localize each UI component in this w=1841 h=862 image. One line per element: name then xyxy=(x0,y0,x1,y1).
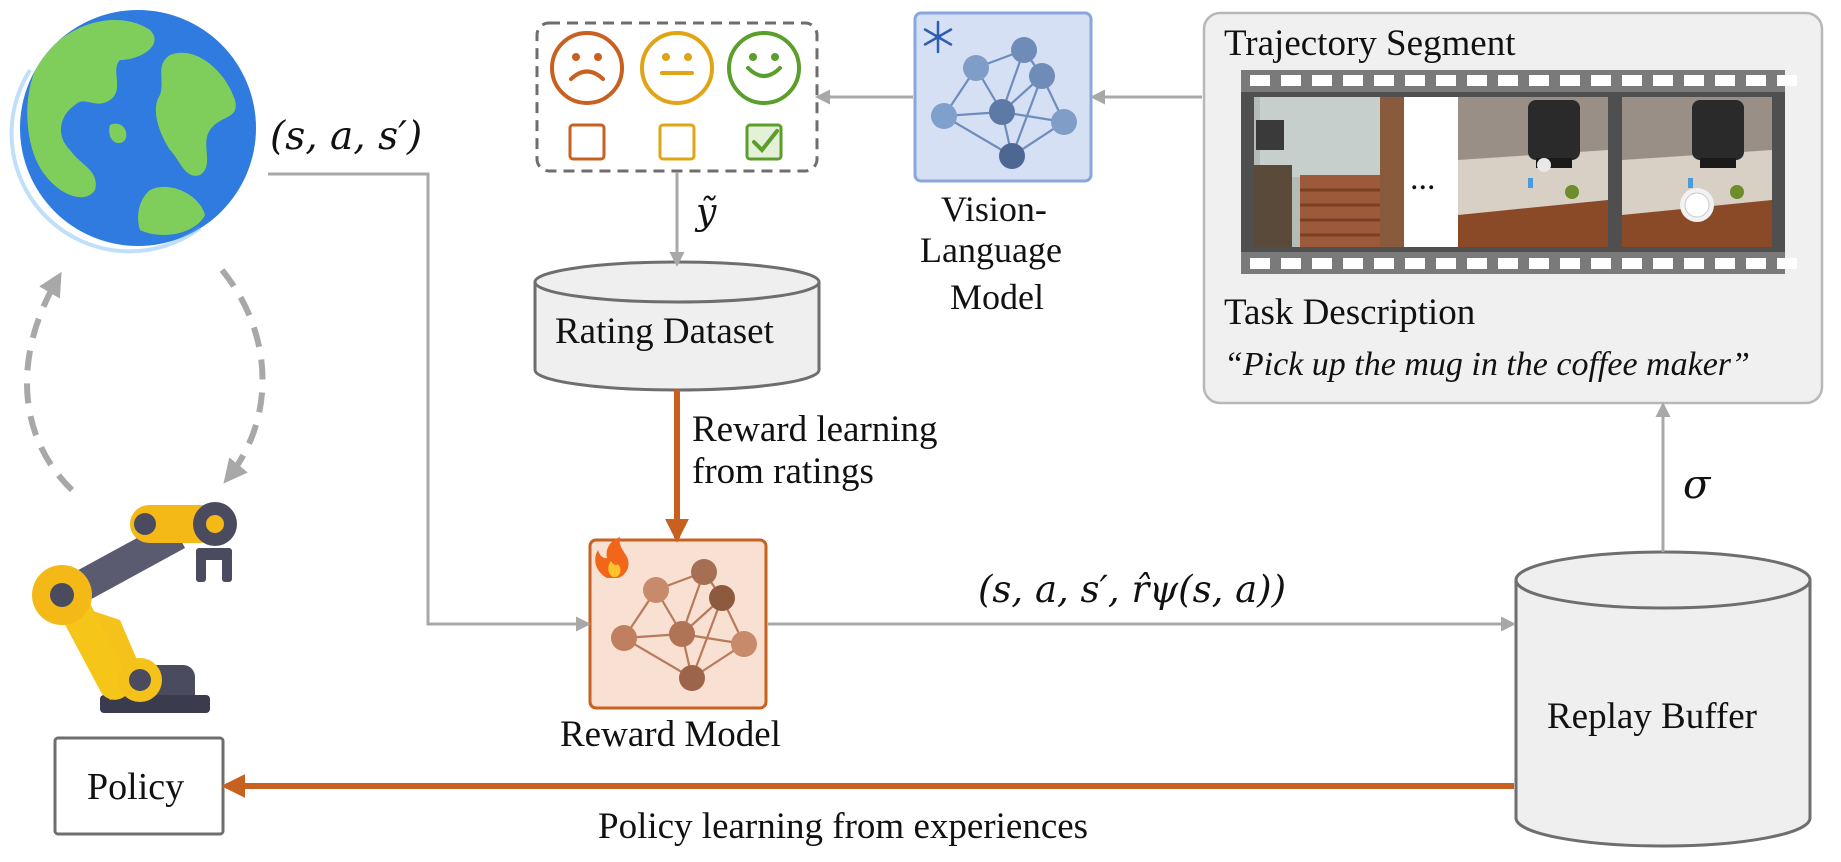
film-sprocket xyxy=(1374,75,1394,86)
film-sprocket xyxy=(1591,75,1611,86)
task-text: “Pick up the mug in the coffee maker” xyxy=(1224,346,1750,383)
film-sprocket xyxy=(1405,75,1425,86)
reward-learning-label-1: Reward learning xyxy=(692,409,938,450)
sad-face-icon xyxy=(550,31,624,105)
policy-learning-label: Policy learning from experiences xyxy=(598,806,1089,847)
neutral-face-icon xyxy=(640,31,714,105)
rating-checkbox xyxy=(568,123,606,161)
trajectory-segment-label: Trajectory Segment xyxy=(1224,23,1516,64)
vlm-label-3: Model xyxy=(950,277,1044,317)
film-sprocket xyxy=(1777,258,1797,269)
ellipsis xyxy=(1404,97,1458,247)
film-sprocket xyxy=(1591,258,1611,269)
vlm-label-2: Language xyxy=(920,230,1062,270)
film-sprocket xyxy=(1498,75,1518,86)
world-transition-label: (s, a, s′) xyxy=(270,114,423,159)
film-sprocket xyxy=(1312,258,1332,269)
film-sprocket xyxy=(1312,75,1332,86)
film-sprocket xyxy=(1250,258,1270,269)
rating-checkbox xyxy=(658,123,696,161)
snowflake-icon xyxy=(923,20,953,54)
happy-face-icon xyxy=(727,31,801,105)
vlm-network-icon xyxy=(931,37,1077,169)
film-sprocket xyxy=(1436,258,1456,269)
film-sprocket xyxy=(1746,258,1766,269)
film-sprocket xyxy=(1343,75,1363,86)
film-sprocket xyxy=(1653,258,1673,269)
rating-checkbox-checked xyxy=(745,123,783,161)
film-sprocket xyxy=(1281,75,1301,86)
film-sprocket xyxy=(1467,75,1487,86)
policy-label: Policy xyxy=(87,766,185,808)
film-sprocket xyxy=(1560,75,1580,86)
robot-arm-icon xyxy=(32,502,237,713)
film-sprocket xyxy=(1374,258,1394,269)
trajectory-frame-2 xyxy=(1458,97,1608,247)
env-loop-arrow-down xyxy=(219,268,266,484)
film-sprocket xyxy=(1405,258,1425,269)
film-sprocket xyxy=(1250,75,1270,86)
film-sprocket xyxy=(1529,258,1549,269)
fire-icon xyxy=(595,537,629,578)
film-sprocket xyxy=(1343,258,1363,269)
film-sprocket xyxy=(1622,258,1642,269)
reward-transition-label: (s, a, s′, r̂ψ(s, a)) xyxy=(978,568,1287,611)
film-sprocket xyxy=(1281,258,1301,269)
rating-label: ỹ xyxy=(696,192,717,233)
arrow-world-to-reward xyxy=(268,172,591,632)
film-sprocket xyxy=(1684,75,1704,86)
film-sprocket xyxy=(1467,258,1487,269)
film-sprocket xyxy=(1777,75,1797,86)
env-loop-arrow-up xyxy=(23,271,75,493)
film-sprocket xyxy=(1560,258,1580,269)
film-sprocket xyxy=(1498,258,1518,269)
rating-dataset-label: Rating Dataset xyxy=(555,311,774,352)
reward-network-icon xyxy=(611,559,757,691)
film-sprocket xyxy=(1436,75,1456,86)
trajectory-frame-1 xyxy=(1254,97,1404,247)
replay-buffer-label: Replay Buffer xyxy=(1547,696,1757,737)
replay-buffer-cylinder xyxy=(1514,550,1812,848)
rating-dataset-cylinder xyxy=(533,260,821,392)
film-sprocket xyxy=(1715,75,1735,86)
task-description-label: Task Description xyxy=(1224,292,1476,333)
sigma-label: σ xyxy=(1683,462,1711,508)
trajectory-frame-3 xyxy=(1622,97,1772,247)
reward-learning-label-2: from ratings xyxy=(692,451,874,492)
film-sprocket xyxy=(1684,258,1704,269)
film-sprocket xyxy=(1529,75,1549,86)
globe-icon xyxy=(9,10,256,254)
film-sprocket xyxy=(1715,258,1735,269)
vlm-label-1: Vision- xyxy=(941,189,1047,229)
reward-model-label: Reward Model xyxy=(560,714,781,755)
rating-faces xyxy=(550,31,801,161)
film-sprocket xyxy=(1653,75,1673,86)
ellipsis-label: ... xyxy=(1410,160,1436,197)
film-sprocket xyxy=(1622,75,1642,86)
film-sprocket xyxy=(1746,75,1766,86)
